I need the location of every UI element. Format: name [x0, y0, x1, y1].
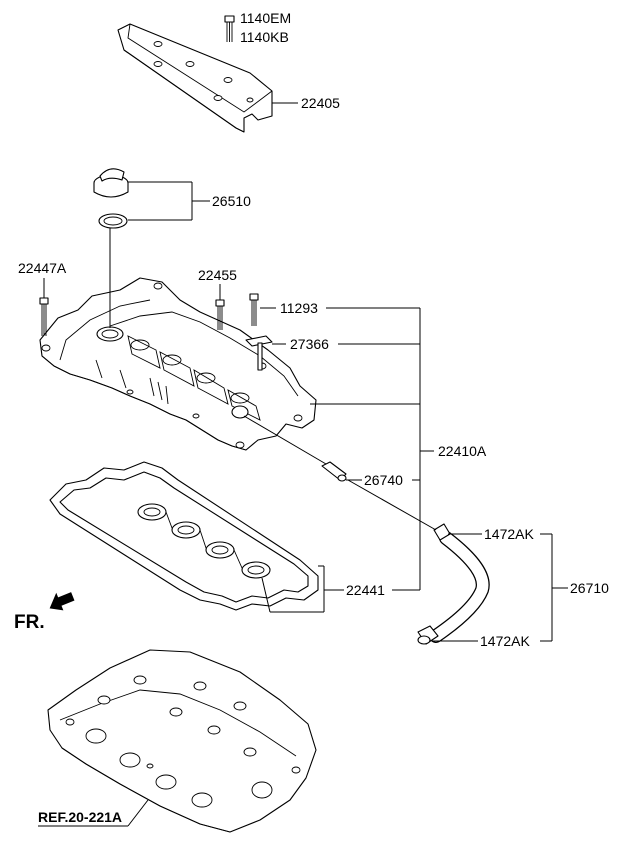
bolt-22455 [215, 299, 225, 330]
bolt-22447a [39, 297, 49, 336]
label-1472ak-top: 1472AK [484, 526, 534, 542]
engine-cover [117, 23, 273, 133]
pcv-valve [321, 461, 347, 482]
label-1140kb: 1140KB [240, 29, 289, 45]
label-22447a: 22447A [18, 260, 67, 276]
cylinder-head-cover [39, 277, 317, 451]
label-26510: 26510 [212, 193, 251, 209]
leader-lines [38, 102, 568, 827]
reference-label: REF.20-221A [38, 809, 122, 825]
label-11293: 11293 [280, 300, 318, 316]
label-22455: 22455 [198, 267, 237, 283]
breather-hose [417, 523, 490, 645]
label-22405: 22405 [301, 95, 340, 111]
oil-filler-cap [93, 168, 129, 229]
label-22410a: 22410A [438, 443, 487, 459]
front-arrow-icon [49, 592, 75, 611]
label-27366: 27366 [290, 336, 329, 352]
label-22441: 22441 [346, 582, 385, 598]
label-26740: 26740 [364, 472, 403, 488]
bolt-11293 [249, 293, 259, 326]
bracket-27366 [245, 335, 273, 371]
cover-bolt [224, 15, 235, 42]
gasket [49, 461, 319, 611]
label-26710: 26710 [570, 580, 609, 596]
front-marker: FR. [14, 612, 45, 633]
cylinder-head [47, 649, 317, 833]
label-1472ak-bottom: 1472AK [480, 633, 530, 649]
label-1140em: 1140EM [240, 10, 291, 26]
